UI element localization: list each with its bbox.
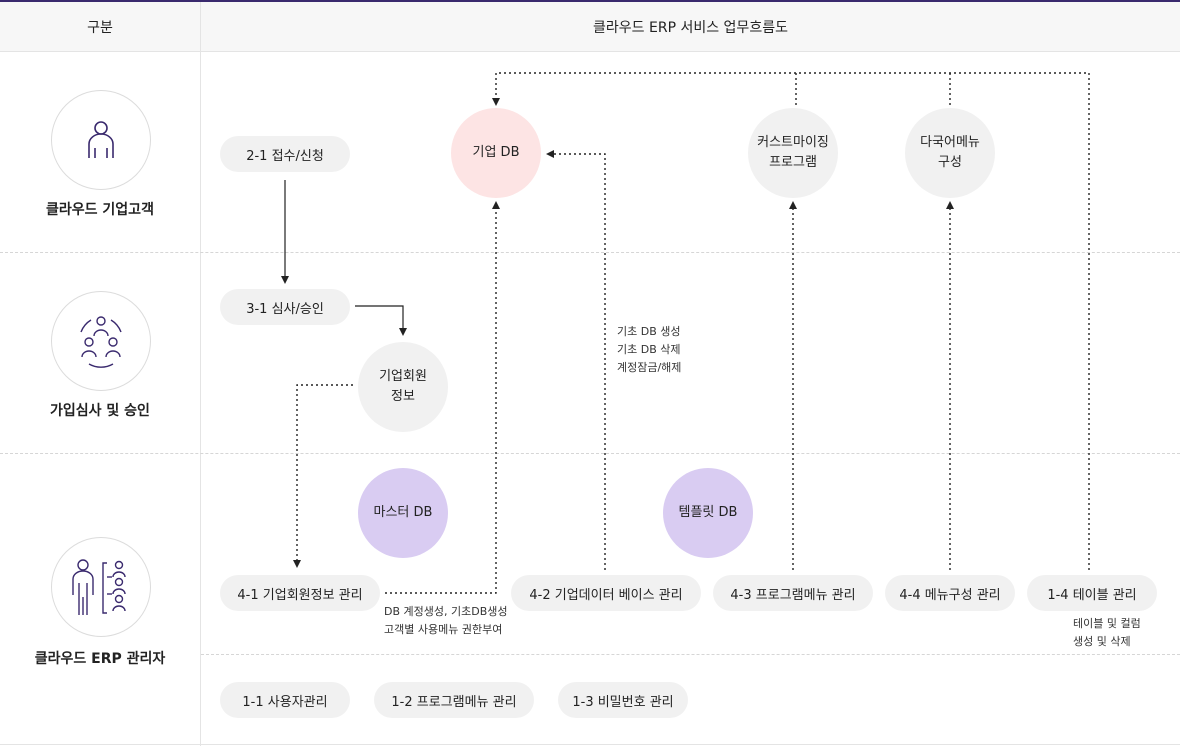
note-db-operations: 기초 DB 생성 기초 DB 삭제 계정잠금/해제	[617, 325, 682, 374]
actor-label-review: 가입심사 및 승인	[50, 403, 150, 419]
customer-actor-icon-circle	[51, 90, 151, 190]
node-program-menu-mgmt-2[interactable]: 1-2 프로그램메뉴 관리	[374, 682, 534, 718]
node-custom-program-line2: 프로그램	[769, 155, 817, 170]
row-divider	[0, 453, 1180, 454]
column-divider	[200, 2, 201, 746]
top-accent-line	[0, 0, 1180, 2]
node-custom-program-line1: 커스트마이징	[757, 135, 829, 150]
row-divider	[201, 654, 1180, 655]
category-header: 구분	[0, 2, 200, 52]
node-corp-data-mgmt[interactable]: 4-2 기업데이터 베이스 관리	[511, 575, 701, 611]
node-table-mgmt[interactable]: 1-4 테이블 관리	[1027, 575, 1157, 611]
admin-people-icon	[72, 559, 126, 615]
team-group-icon	[80, 316, 122, 368]
node-corp-info-line2: 정보	[391, 389, 415, 404]
node-template-db[interactable]: 템플릿 DB	[663, 468, 753, 558]
note-table-operations: 테이블 및 컬럼 생성 및 삭제	[1073, 617, 1141, 648]
review-actor-icon-circle	[51, 291, 151, 391]
node-corp-db[interactable]: 기업 DB	[451, 108, 541, 198]
node-master-db[interactable]: 마스터 DB	[358, 468, 448, 558]
row-divider	[0, 252, 1180, 253]
node-user-mgmt[interactable]: 1-1 사용자관리	[220, 682, 350, 718]
node-apply[interactable]: 2-1 접수/신청	[220, 136, 350, 172]
bottom-border	[0, 744, 1180, 745]
diagram-title: 클라우드 ERP 서비스 업무흐름도	[201, 2, 1180, 52]
node-program-menu-mgmt[interactable]: 4-3 프로그램메뉴 관리	[713, 575, 873, 611]
node-corp-member-mgmt[interactable]: 4-1 기업회원정보 관리	[220, 575, 380, 611]
arrow-corp-info-to-member-mgmt	[293, 384, 353, 568]
actor-label-customer: 클라우드 기업고객	[46, 202, 154, 218]
admin-actor-icon-circle	[51, 537, 151, 637]
single-person-icon	[88, 121, 114, 158]
node-menu-config-mgmt[interactable]: 4-4 메뉴구성 관리	[885, 575, 1015, 611]
node-multilang-menu-line2: 구성	[938, 155, 962, 170]
node-review[interactable]: 3-1 심사/승인	[220, 289, 350, 325]
node-corp-info-line1: 기업회원	[379, 369, 427, 384]
arrow-member-mgmt-to-corp-db	[385, 201, 500, 594]
node-multilang-menu-line1: 다국어메뉴	[920, 135, 980, 150]
arrow-data-mgmt-to-corp-db	[546, 150, 606, 570]
arrow-review-to-corp-info	[355, 305, 407, 336]
note-account-operations: DB 계정생성, 기초DB생성 고객별 사용메뉴 권한부여	[384, 605, 508, 636]
actor-label-admin: 클라우드 ERP 관리자	[34, 651, 166, 667]
node-password-mgmt[interactable]: 1-3 비밀번호 관리	[558, 682, 688, 718]
